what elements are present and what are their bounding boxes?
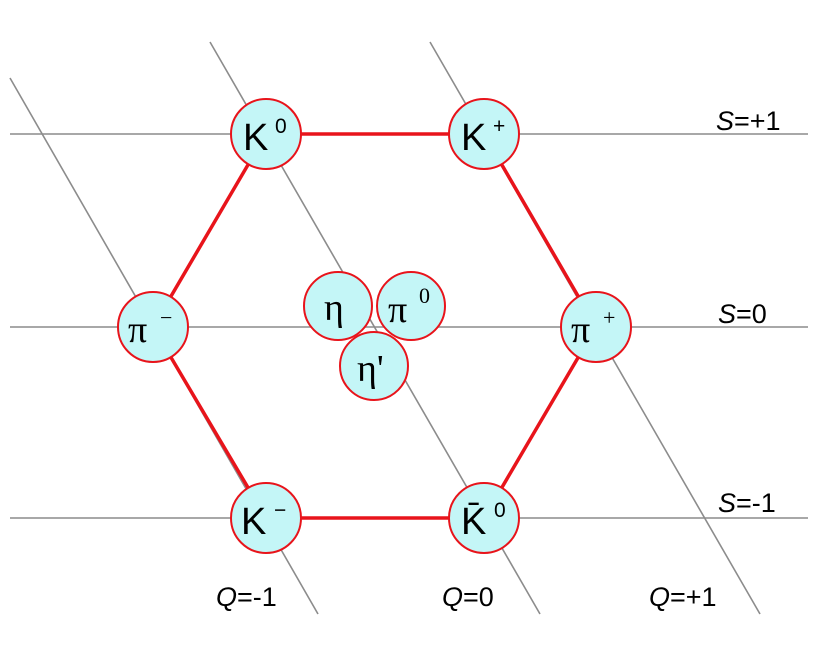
particle-kplus: K + [448, 98, 520, 170]
particle-piminus: π − [117, 291, 189, 363]
particle-piplus: π + [560, 291, 632, 363]
svg-text:π: π [128, 309, 147, 351]
particle-k0: K 0 [230, 98, 302, 170]
svg-text:π: π [571, 309, 590, 351]
svg-text:K: K [243, 117, 268, 159]
label-q-minus1: Q=-1 [216, 582, 277, 612]
label-q-plus1: Q=+1 [649, 582, 717, 612]
label-s-0: S=0 [718, 299, 767, 329]
svg-text:π: π [388, 289, 407, 331]
particle-k0bar: K̄ 0 [448, 482, 520, 554]
particle-pi0: π 0 [376, 271, 446, 341]
particle-eta: η [303, 271, 373, 341]
label-s-minus1: S=-1 [718, 488, 776, 518]
svg-text:0: 0 [275, 115, 287, 138]
label-s-plus1: S=+1 [716, 106, 781, 136]
particle-etaprime: η' [339, 331, 409, 401]
svg-text:−: − [160, 305, 172, 330]
svg-text:+: + [493, 115, 505, 138]
svg-text:0: 0 [494, 499, 506, 522]
svg-text:η: η [324, 287, 344, 329]
label-q-0: Q=0 [442, 582, 494, 612]
svg-text:+: + [603, 305, 615, 330]
svg-text:−: − [274, 499, 286, 522]
svg-text:K: K [241, 501, 266, 543]
svg-text:η': η' [357, 348, 384, 390]
svg-text:0: 0 [419, 283, 430, 308]
particle-kminus: K − [230, 482, 302, 554]
svg-text:K: K [461, 117, 486, 159]
svg-text:K̄: K̄ [461, 501, 486, 543]
